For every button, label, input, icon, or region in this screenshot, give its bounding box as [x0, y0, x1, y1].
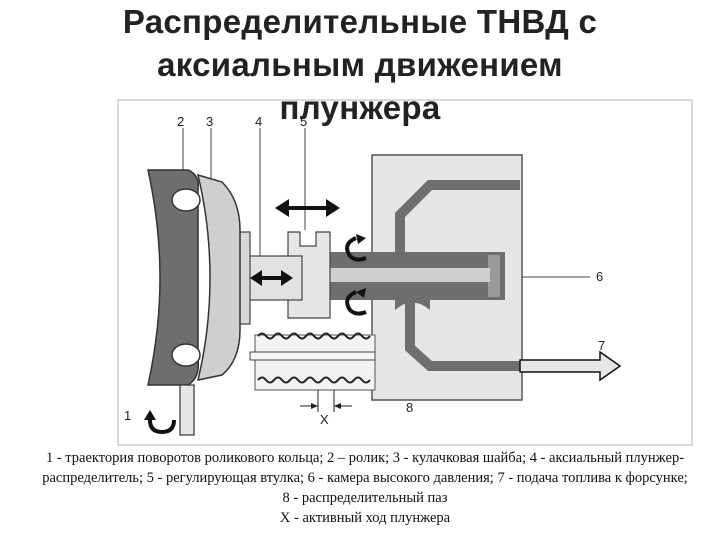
upper-fuel-channel: [395, 180, 520, 260]
x-arrow-left: [334, 403, 341, 409]
spring-lower: [257, 376, 371, 384]
slide-title: Распределительные ТНВД с аксиальным движ…: [0, 0, 720, 129]
ring-rotation-arrow-head: [144, 410, 156, 420]
spring-guide: [249, 351, 376, 361]
outlet-channel: [405, 300, 600, 371]
roller-bottom: [171, 343, 201, 367]
sleeve-arrow-icon: [275, 199, 340, 217]
rotation-arrow-upper-icon: [345, 236, 367, 262]
label-5: 5: [300, 114, 307, 129]
roller-top: [171, 188, 201, 212]
label-1: 1: [124, 408, 131, 423]
title-line-3: плунжера: [279, 89, 441, 126]
ring-rotation-arrow-icon: [148, 419, 176, 435]
x-arrow-right: [311, 403, 318, 409]
title-line-2: аксиальным движением: [157, 46, 563, 83]
label-8: 8: [406, 400, 413, 415]
high-pressure-chamber: [488, 255, 500, 297]
label-6: 6: [596, 269, 603, 284]
rotation-arrow-lower-icon: [345, 290, 367, 316]
outlet-arrow-icon: [519, 350, 622, 382]
caption-x-note: Х - активный ход плунжера: [279, 510, 451, 526]
plunger-inner-channel: [318, 268, 490, 282]
rotation-arrow-lower-head: [356, 288, 366, 298]
label-3: 3: [206, 114, 213, 129]
label-7: 7: [598, 338, 605, 353]
label-4: 4: [255, 114, 262, 129]
roller-ring: [147, 169, 200, 386]
spring-upper: [257, 332, 371, 340]
caption-legend: 1 - траектория поворотов роликового коль…: [42, 450, 688, 506]
label-2: 2: [177, 114, 184, 129]
figure-caption: 1 - траектория поворотов роликового коль…: [40, 448, 690, 528]
plunger-arrow-icon: [250, 270, 293, 286]
rotation-arrow-upper-head: [356, 234, 366, 244]
ring-lever: [179, 384, 195, 436]
label-x: X: [320, 412, 329, 427]
title-line-1: Распределительные ТНВД с: [122, 3, 598, 40]
cam-disk: [196, 173, 241, 381]
